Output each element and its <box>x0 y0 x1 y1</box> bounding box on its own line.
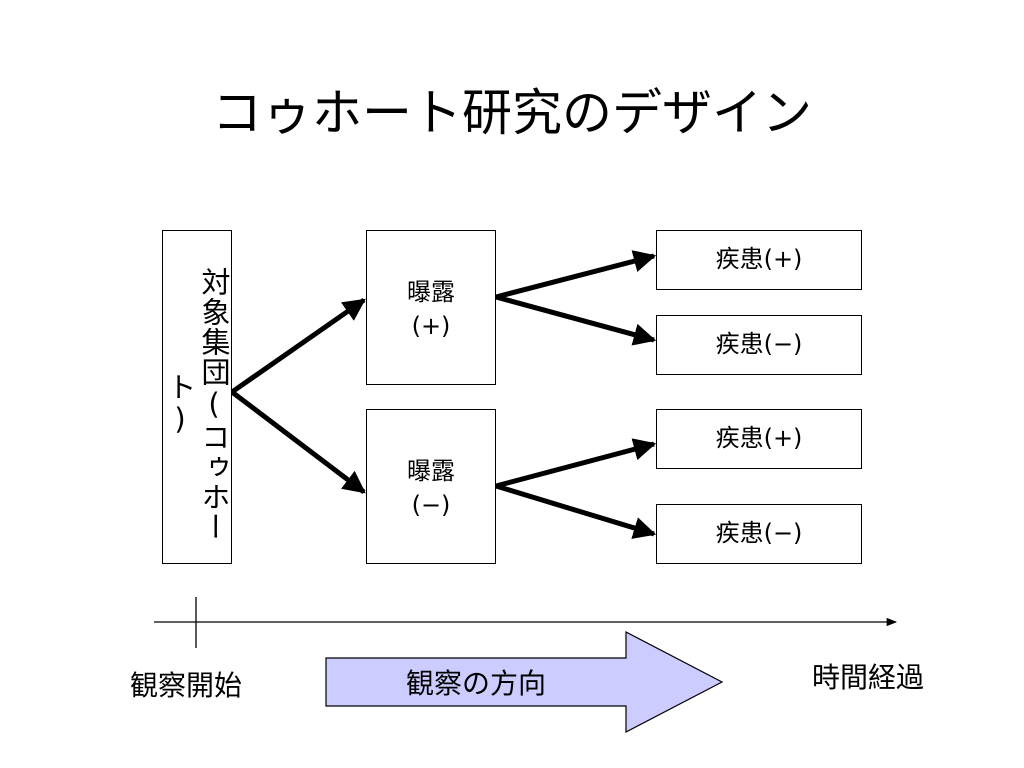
arrow-cohort-to-exposure-neg <box>230 390 366 494</box>
cohort-label: 対象集団(コゥホート) <box>163 266 231 542</box>
exposure-positive-label: 曝露 <box>407 278 455 306</box>
exposure-negative-label: 曝露 <box>407 457 455 485</box>
time-elapsed-label: 時間経過 <box>812 661 925 694</box>
arrow-cohort-to-exposure-pos <box>230 297 366 395</box>
exposure-positive-box: 曝露 (+) <box>366 230 496 385</box>
exposure-negative-box: 曝露 (−) <box>366 409 496 564</box>
direction-arrow <box>325 631 724 733</box>
slide-title: コゥホート研究のデザイン <box>212 84 812 142</box>
arrow-exposure-neg-to-disease-pos <box>495 438 657 489</box>
arrow-exposure-pos-to-disease-neg <box>495 294 657 346</box>
disease-positive-box: 疾患(+) <box>656 230 862 290</box>
cohort-box: 対象集団(コゥホート) <box>162 230 232 564</box>
observation-start-label: 観察開始 <box>130 669 243 702</box>
arrow-exposure-neg-to-disease-neg <box>495 483 657 539</box>
exposure-positive-sign: (+) <box>411 312 451 340</box>
disease-negative-box: 疾患(−) <box>656 504 862 564</box>
disease-positive-box: 疾患(+) <box>656 409 862 469</box>
observation-direction-label: 観察の方向 <box>405 667 546 700</box>
exposure-negative-sign: (−) <box>411 491 451 519</box>
arrow-exposure-pos-to-disease-pos <box>495 250 657 300</box>
disease-negative-box: 疾患(−) <box>656 315 862 375</box>
